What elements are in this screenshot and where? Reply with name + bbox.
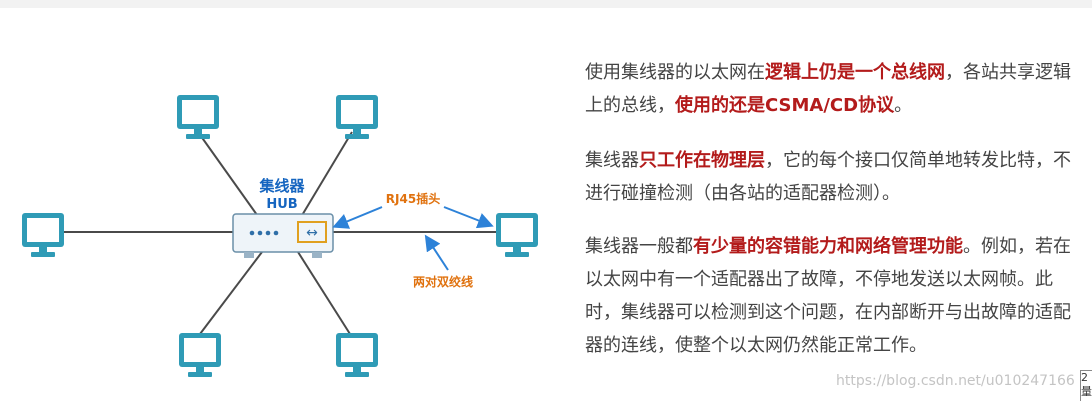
- text-segment: 集线器: [585, 150, 639, 171]
- cable-top-left: [197, 131, 263, 223]
- paragraph-logical-bus: 使用集线器的以太网在逻辑上仍是一个总线网，各站共享逻辑上的总线，使用的还是CSM…: [585, 56, 1080, 122]
- computer-icon: [179, 333, 221, 377]
- rj45-arrow-right: [443, 206, 494, 229]
- hub-device: ↔: [232, 213, 334, 258]
- text-segment: 使用集线器的以太网在: [585, 62, 765, 83]
- hub-port-arrow-icon: ↔: [306, 225, 318, 241]
- text-segment: ，它的每个接口仅简单地转发比特，不进行碰撞检测（由各站的适配器检测）。: [585, 150, 1071, 204]
- hub-topology-diagram: ↔ 集线器 HUB RJ45插头 两对双绞线: [22, 95, 538, 377]
- computer-icon: [22, 213, 64, 257]
- twisted-pair-arrow: [424, 234, 449, 271]
- rj45-label: RJ45插头: [386, 191, 440, 206]
- text-segment: ，各站共享逻辑上的总线，: [585, 62, 1071, 116]
- hub-port-led: [257, 230, 263, 236]
- computer-icon: [336, 95, 378, 139]
- computer-icon: [336, 333, 378, 377]
- computer-icon: [177, 95, 219, 139]
- hub-label-en: HUB: [266, 197, 297, 212]
- twisted-pair-label: 两对双绞线: [413, 274, 473, 289]
- computer-icon: [496, 213, 538, 257]
- text-segment: 。: [894, 95, 913, 116]
- top-strip: [0, 0, 1092, 8]
- text-segment: 集线器一般都: [585, 236, 693, 257]
- hub-label-cn: 集线器: [258, 177, 305, 195]
- paragraph-fault-tolerance: 集线器一般都有少量的容错能力和网络管理功能。例如，若在以太网中有一个适配器出了故…: [585, 230, 1075, 362]
- hub-port-led: [249, 230, 255, 236]
- paragraph-physical-layer: 集线器只工作在物理层，它的每个接口仅简单地转发比特，不进行碰撞检测（由各站的适配…: [585, 144, 1080, 210]
- edge-overlay: 2量: [1080, 370, 1092, 401]
- hub-port-box: [297, 221, 327, 243]
- hub-port-led: [265, 230, 271, 236]
- watermark: https://blog.csdn.net/u010247166: [836, 373, 1075, 389]
- cables: [63, 131, 497, 335]
- cable-top-right: [297, 131, 353, 223]
- highlight-logical-bus: 逻辑上仍是一个总线网: [765, 62, 945, 83]
- highlight-fault-tolerance: 有少量的容错能力和网络管理功能: [693, 236, 963, 257]
- text-segment: 。例如，若在以太网中有一个适配器出了故障，不停地发送以太网帧。此时，集线器可以检…: [585, 236, 1071, 356]
- hub-port-led: [273, 230, 279, 236]
- rj45-arrow-left: [332, 206, 383, 229]
- cable-bottom-left: [199, 251, 263, 335]
- highlight-csma-cd: 使用的还是CSMA/CD协议: [675, 95, 895, 116]
- highlight-physical-layer: 只工作在物理层: [639, 150, 765, 171]
- cable-bottom-right: [297, 251, 351, 335]
